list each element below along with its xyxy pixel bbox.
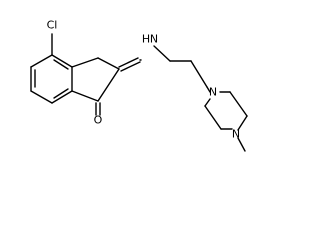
- bond-pip-2: [229, 91, 248, 117]
- bond-chain-3: [190, 60, 208, 88]
- bond-pip-5: [204, 105, 222, 130]
- atom-label-piperazine-n1: N: [209, 86, 217, 99]
- molecule-structure: Cl O H N N N: [30, 19, 248, 152]
- bond-exocyclic-1: [118, 57, 139, 68]
- bond-exocyclic-2: [120, 61, 141, 72]
- bond-pip-6: [204, 98, 211, 107]
- bond-benzene-3: [51, 90, 73, 104]
- bond-ch2-1: [71, 57, 99, 68]
- bond-ring-co-2: [71, 90, 99, 102]
- bond-pip-3: [237, 115, 248, 131]
- atom-labels: Cl O H N N N: [47, 19, 240, 141]
- bond-benzene-4: [30, 90, 53, 104]
- bond-n-methyl: [237, 137, 246, 152]
- atom-label-cl: Cl: [47, 19, 58, 32]
- bonds: [30, 33, 248, 152]
- atom-label-o: O: [94, 114, 103, 127]
- bond-nh-chain-1: [153, 45, 171, 62]
- atom-label-nh-h: H: [142, 33, 150, 46]
- bond-benzene-inner-1: [53, 59, 69, 70]
- bond-chain-n: [206, 86, 211, 93]
- bond-ch2-2: [97, 57, 120, 70]
- bond-benzene-inner-2: [53, 88, 69, 99]
- bond-ring-co-1: [97, 68, 120, 102]
- atom-label-nh-n: N: [150, 33, 158, 46]
- bond-benzene-1: [51, 54, 73, 68]
- atom-label-piperazine-n4: N: [232, 128, 240, 141]
- bond-benzene-6: [30, 54, 53, 68]
